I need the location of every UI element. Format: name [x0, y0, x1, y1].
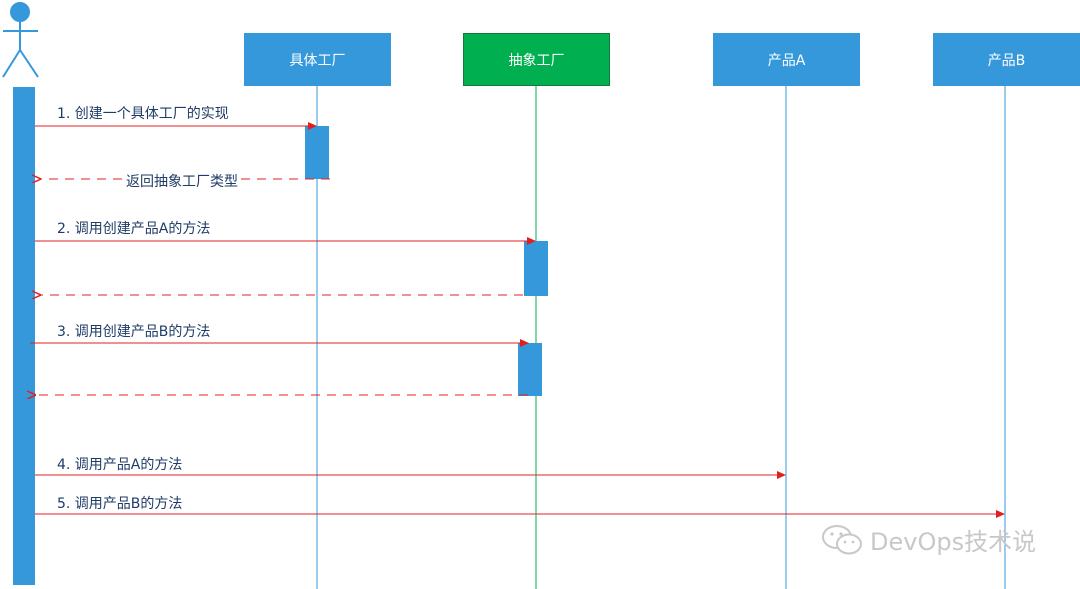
wechat-icon [822, 524, 862, 554]
activation-abstract-factory-2 [518, 343, 542, 396]
lifeline-box-product-a: 产品A [713, 33, 860, 86]
message-4-label: 4. 调用产品A的方法 [57, 457, 183, 473]
watermark: DevOps技术说 [820, 522, 1036, 557]
activation-factory [305, 126, 329, 179]
lifeline-label-factory: 具体工厂 [289, 52, 346, 69]
lifeline-label-product-b: 产品B [987, 52, 1026, 69]
lifeline-box-factory: 具体工厂 [244, 33, 391, 86]
lifeline-box-abstract-factory: 抽象工厂 [463, 33, 610, 86]
actor-icon [2, 2, 39, 78]
lifeline-label-product-a: 产品A [767, 52, 806, 69]
lifeline-box-product-b: 产品B [933, 33, 1080, 86]
message-3-label: 3. 调用创建产品B的方法 [57, 324, 211, 340]
actor-activation-bar [13, 87, 35, 585]
activation-abstract-factory-1 [524, 241, 548, 296]
watermark-text: DevOps技术说 [870, 528, 1037, 556]
message-5-label: 5. 调用产品B的方法 [57, 496, 183, 512]
message-1-label: 1. 创建一个具体工厂的实现 [57, 106, 229, 122]
lifeline-label-abstract-factory: 抽象工厂 [508, 52, 565, 69]
message-2-label: 2. 调用创建产品A的方法 [57, 221, 211, 237]
return-1-label: 返回抽象工厂类型 [124, 171, 240, 191]
